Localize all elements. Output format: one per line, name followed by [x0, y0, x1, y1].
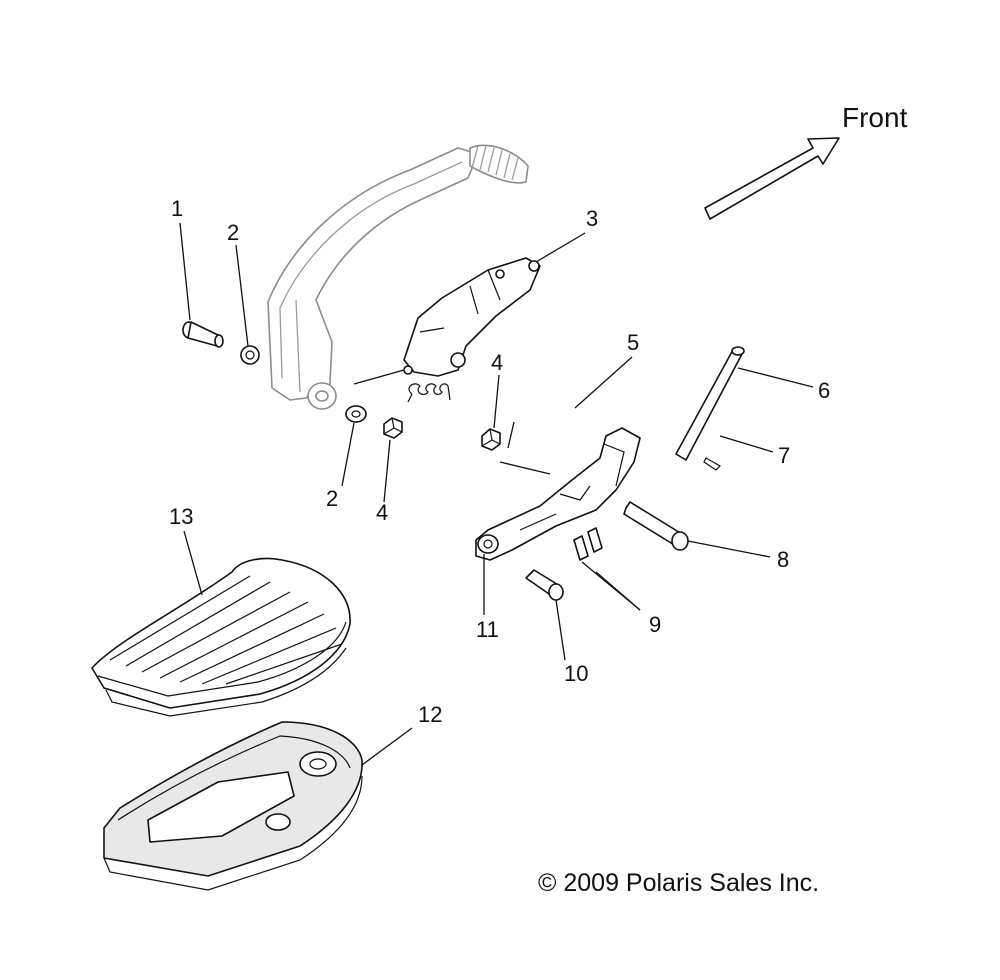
callout-2-upper: 2	[227, 220, 239, 245]
cotter-pin-part	[703, 457, 721, 471]
callout-4-lower: 4	[376, 500, 388, 525]
callout-9: 9	[649, 612, 661, 637]
nut-part-right	[481, 428, 501, 451]
callout-12: 12	[418, 702, 442, 727]
large-pin-part	[623, 501, 689, 551]
footboard-pad-part	[91, 557, 351, 717]
callout-4-upper: 4	[491, 350, 503, 375]
washer-part-lower	[345, 405, 367, 423]
callout-6: 6	[818, 378, 830, 403]
pivot-bolt-part	[182, 321, 224, 348]
callout-7: 7	[778, 443, 790, 468]
footboard-base-part	[103, 721, 363, 891]
shift-lever-outline	[267, 144, 529, 410]
nut-part-left	[383, 417, 403, 439]
copyright-notice: © 2009 Polaris Sales Inc.	[538, 869, 819, 897]
front-direction-arrow	[704, 137, 840, 220]
callout-8: 8	[777, 547, 789, 572]
callout-11: 11	[476, 617, 499, 642]
footboard-arm-part	[475, 427, 641, 561]
small-pins-part	[573, 527, 603, 561]
bushing-part-upper	[240, 345, 260, 365]
callout-13: 13	[169, 504, 193, 529]
callout-1: 1	[171, 196, 183, 221]
bolt-part	[525, 569, 564, 601]
callout-10: 10	[564, 661, 588, 686]
pivot-shaft-part	[675, 346, 745, 461]
callout-2-lower: 2	[326, 486, 338, 511]
leader-lines	[179, 222, 814, 766]
callout-3: 3	[586, 206, 598, 231]
return-spring-part	[407, 383, 451, 403]
callout-5: 5	[627, 330, 639, 355]
front-label: Front	[842, 102, 908, 133]
linkage-bracket-part	[403, 257, 541, 377]
